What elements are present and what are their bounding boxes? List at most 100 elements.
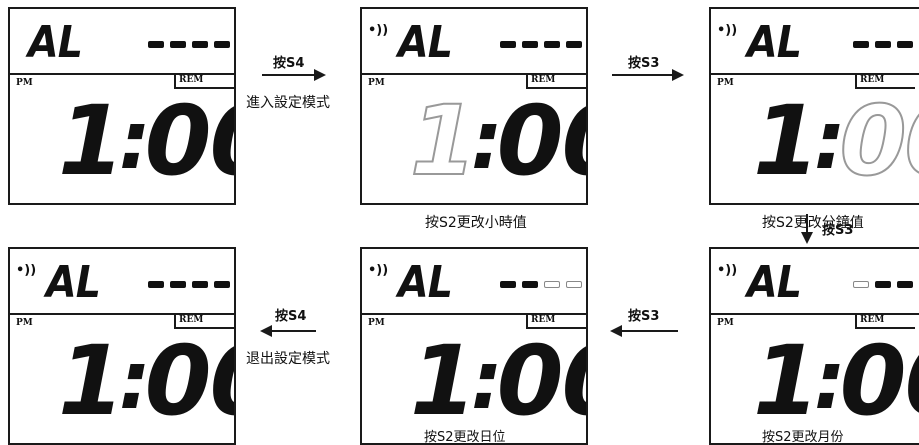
dash-segment-hollow: [566, 280, 582, 288]
divider: [362, 73, 586, 75]
pm-label: PM: [717, 318, 734, 328]
arrow-2: [612, 69, 684, 81]
time-display: 1 : 0 0: [753, 85, 919, 197]
date-dashes: [853, 37, 913, 51]
time-display: 1 : 0 0: [753, 333, 919, 429]
dash-segment: [148, 40, 164, 48]
arrow-2-label: 按S3: [628, 56, 660, 71]
hour-digit: 1: [409, 85, 478, 197]
arrow-5-caption: 退出設定模式: [246, 351, 330, 367]
rem-label: REM: [179, 315, 204, 325]
alarm-icon: •)): [717, 263, 738, 278]
rem-box: REM: [174, 313, 234, 329]
al-label: AL: [46, 257, 101, 308]
al-label: AL: [398, 257, 453, 308]
date-dashes: [500, 277, 582, 291]
hour-digit: 1: [753, 85, 820, 197]
lcd-panel-6: •)) AL PM REM 1 : 0 0: [8, 247, 236, 445]
colon: :: [470, 94, 503, 187]
alarm-icon: •)): [368, 263, 389, 278]
dash-segment: [875, 40, 891, 48]
minute-digit-2: 0: [905, 333, 919, 429]
dash-segment: [853, 40, 869, 48]
dash-segment: [500, 280, 516, 288]
arrow-4: [610, 325, 678, 337]
dash-segment: [875, 280, 891, 288]
hour-digit: 1: [58, 85, 125, 197]
time-display: 1 : 0 0: [58, 325, 234, 437]
lcd-panel-4: •)) AL PM REM 1 : 0 0: [709, 247, 919, 445]
rem-label: REM: [179, 75, 204, 85]
colon: :: [813, 94, 846, 187]
dash-segment: [192, 40, 208, 48]
pm-label: PM: [16, 318, 33, 328]
rem-box: REM: [526, 73, 586, 89]
time-display: 1 : 0 0: [409, 85, 586, 197]
time-display: 1 : 0 0: [410, 325, 586, 437]
divider: [362, 313, 586, 315]
arrow-5-label: 按S4: [275, 309, 307, 324]
alarm-icon: •)): [717, 23, 738, 38]
minute-digit-2: 0: [210, 333, 234, 429]
hour-digit: 1: [58, 325, 125, 437]
divider: [711, 73, 919, 75]
dash-segment-hollow: [853, 280, 869, 288]
date-dashes: [148, 37, 230, 51]
minute-digit-1: 0: [839, 85, 908, 197]
date-dashes: [500, 37, 582, 51]
dash-segment: [522, 40, 538, 48]
panel-2-caption: 按S2更改小時值: [425, 215, 527, 231]
hour-digit: 1: [753, 325, 820, 437]
pm-label: PM: [717, 78, 734, 88]
rem-box: REM: [526, 313, 586, 329]
alarm-icon: •)): [368, 23, 389, 38]
dash-segment: [214, 280, 230, 288]
rem-box: REM: [174, 73, 234, 89]
dash-segment: [544, 40, 560, 48]
arrow-1: [262, 69, 326, 81]
dash-segment: [170, 40, 186, 48]
minute-digit-2: 0: [562, 93, 586, 189]
arrow-4-label: 按S3: [628, 309, 660, 324]
rem-label: REM: [531, 315, 556, 325]
minute-digit-1: 0: [144, 325, 212, 437]
al-label: AL: [398, 17, 453, 68]
date-dashes: [148, 277, 230, 291]
lcd-panel-1: AL PM REM 1 : 0 0: [8, 7, 236, 205]
al-label: AL: [747, 17, 802, 68]
divider: [10, 73, 234, 75]
dash-segment: [897, 280, 913, 288]
pm-label: PM: [368, 78, 385, 88]
minute-digit-2: 0: [562, 333, 586, 429]
minute-digit-1: 0: [144, 85, 212, 197]
arrow-3: [801, 214, 813, 244]
dash-segment-hollow: [544, 280, 560, 288]
arrow-5: [260, 325, 316, 337]
panel-5-caption: 按S2更改日位: [424, 430, 506, 445]
dash-segment: [897, 40, 913, 48]
minute-digit-1: 0: [496, 325, 564, 437]
dash-segment: [214, 40, 230, 48]
dash-segment: [148, 280, 164, 288]
dash-segment: [566, 40, 582, 48]
al-label: AL: [28, 17, 83, 68]
arrow-1-caption: 進入設定模式: [246, 95, 330, 111]
dash-segment: [500, 40, 516, 48]
minute-digit-2: 0: [210, 93, 234, 189]
hour-digit: 1: [410, 325, 477, 437]
rem-box: REM: [855, 313, 915, 329]
colon: :: [813, 334, 846, 427]
rem-box: REM: [855, 73, 915, 89]
rem-label: REM: [860, 315, 885, 325]
arrow-3-label: 按S3: [822, 223, 854, 238]
pm-label: PM: [368, 318, 385, 328]
dash-segment: [522, 280, 538, 288]
colon: :: [118, 334, 151, 427]
panel-3-caption: 按S2更改分鐘值: [762, 215, 864, 231]
al-label: AL: [747, 257, 802, 308]
time-display: 1 : 0 0: [58, 85, 234, 197]
lcd-panel-2: •)) AL PM REM 1 : 0 0: [360, 7, 588, 205]
arrow-1-label: 按S4: [273, 56, 305, 71]
pm-label: PM: [16, 78, 33, 88]
minute-digit-1: 0: [839, 325, 907, 437]
